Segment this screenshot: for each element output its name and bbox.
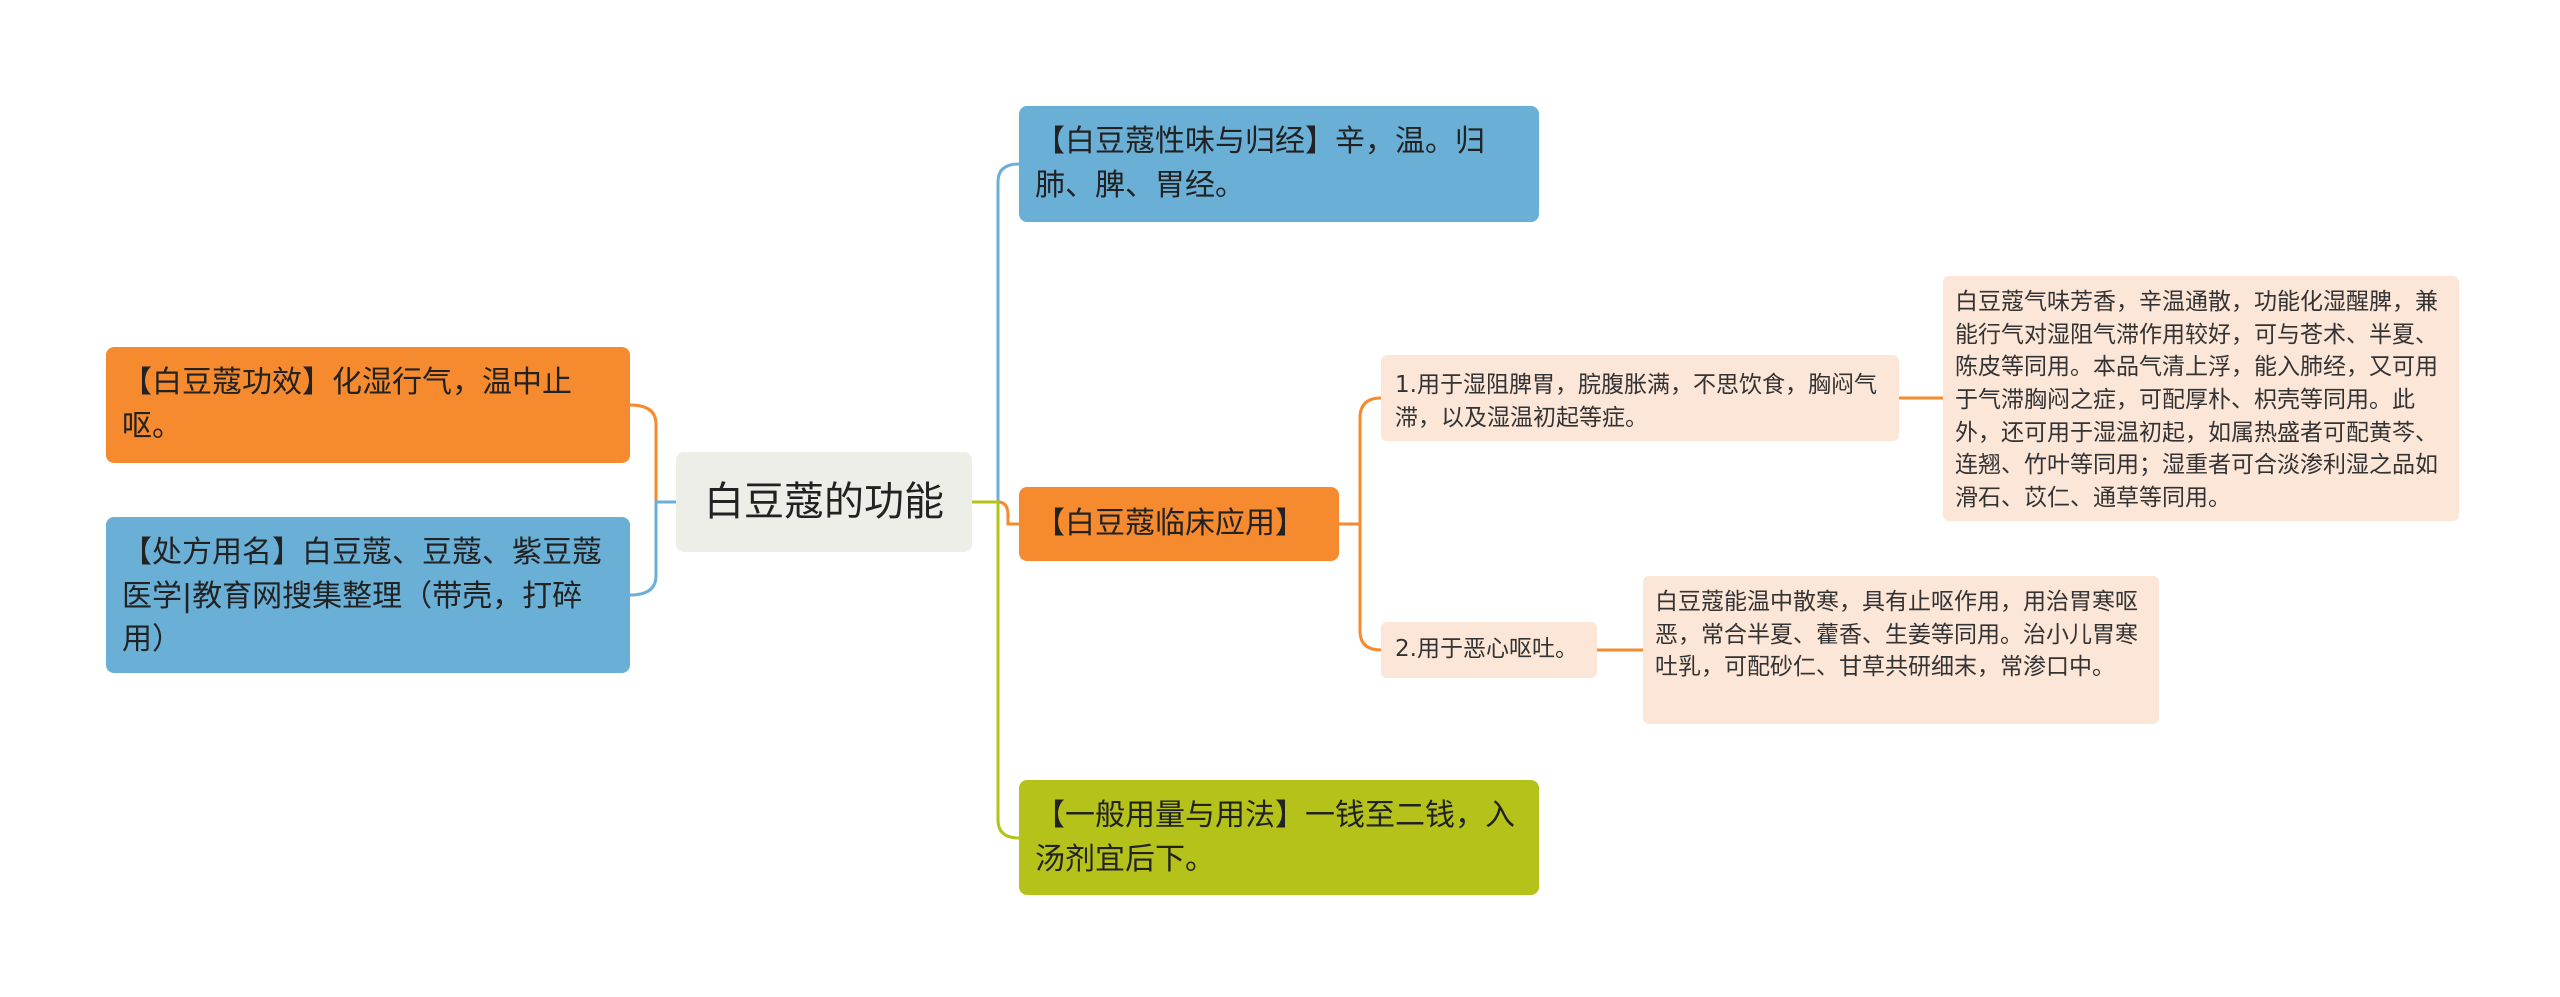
connector-linchuang-to-app1	[1339, 396, 1382, 526]
application-item-2-detail-text: 白豆蔻能温中散寒，具有止呕作用，用治胃寒呕恶，常合半夏、藿香、生姜等同用。治小儿…	[1655, 589, 2138, 681]
application-item-1-detail[interactable]: 白豆蔻气味芳香，辛温通散，功能化湿醒脾，兼能行气对湿阻气滞作用较好，可与苍术、半…	[1943, 276, 2459, 521]
application-item-1-text: 1.用于湿阻脾胃，脘腹胀满，不思饮食，胸闷气滞，以及湿温初起等症。	[1395, 372, 1877, 432]
connector-center-to-chufang	[629, 500, 676, 597]
branch-efficacy-text: 【白豆蔻功效】化湿行气，温中止呕。	[122, 365, 572, 444]
connector-center-to-xingwei	[972, 162, 1020, 504]
branch-dosage-and-usage-text: 【一般用量与用法】一钱至二钱，入汤剂宜后下。	[1035, 798, 1515, 877]
application-item-2-text: 2.用于恶心呕吐。	[1395, 636, 1578, 663]
center-topic[interactable]: 白豆蔻的功能	[676, 452, 972, 552]
application-item-1[interactable]: 1.用于湿阻脾胃，脘腹胀满，不思饮食，胸闷气滞，以及湿温初起等症。	[1381, 355, 1899, 441]
application-item-1-detail-text: 白豆蔻气味芳香，辛温通散，功能化湿醒脾，兼能行气对湿阻气滞作用较好，可与苍术、半…	[1955, 289, 2438, 511]
branch-clinical-application-text: 【白豆蔻临床应用】	[1035, 506, 1305, 542]
connector-center-to-yongliang	[972, 500, 1020, 840]
branch-nature-and-meridians-text: 【白豆蔻性味与归经】辛，温。归肺、脾、胃经。	[1035, 124, 1485, 203]
branch-efficacy[interactable]: 【白豆蔻功效】化湿行气，温中止呕。	[106, 347, 630, 463]
center-topic-label: 白豆蔻的功能	[704, 479, 944, 525]
application-item-2-detail[interactable]: 白豆蔻能温中散寒，具有止呕作用，用治胃寒呕恶，常合半夏、藿香、生姜等同用。治小儿…	[1643, 576, 2159, 724]
branch-clinical-application[interactable]: 【白豆蔻临床应用】	[1019, 487, 1339, 561]
branch-prescription-names-text: 【处方用名】白豆蔻、豆蔻、紫豆蔻医学|教育网搜集整理（带壳，打碎用）	[122, 535, 602, 657]
branch-dosage-and-usage[interactable]: 【一般用量与用法】一钱至二钱，入汤剂宜后下。	[1019, 780, 1539, 895]
connector-linchuang-to-app2	[1339, 522, 1382, 652]
connector-center-to-linchuang	[972, 500, 1019, 526]
connector-center-to-gongxiao	[629, 403, 676, 504]
application-item-2[interactable]: 2.用于恶心呕吐。	[1381, 622, 1597, 678]
branch-prescription-names[interactable]: 【处方用名】白豆蔻、豆蔻、紫豆蔻医学|教育网搜集整理（带壳，打碎用）	[106, 517, 630, 673]
branch-nature-and-meridians[interactable]: 【白豆蔻性味与归经】辛，温。归肺、脾、胃经。	[1019, 106, 1539, 222]
